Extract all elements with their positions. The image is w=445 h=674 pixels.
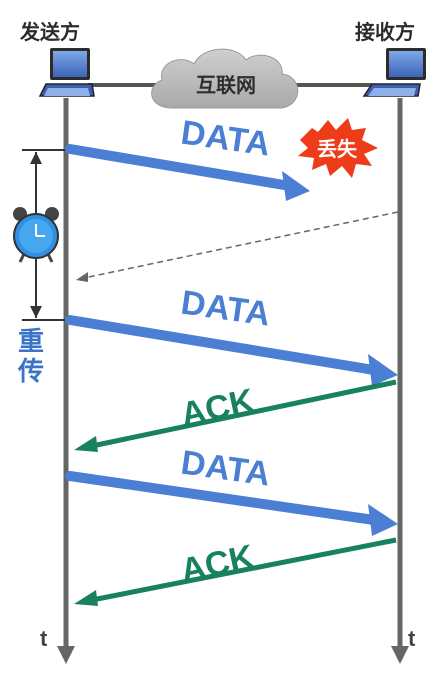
network-label: 互联网 (196, 74, 256, 97)
sender-timeline (57, 98, 75, 664)
ack-label-1: ACK (178, 382, 258, 435)
sender-time-label: t (40, 626, 48, 651)
ack-arrow-1 (74, 379, 397, 452)
internet-cloud-icon (151, 48, 299, 109)
receiver-laptop-icon (362, 48, 426, 97)
receiver-timeline (391, 98, 409, 664)
sender-label: 发送方 (20, 22, 80, 44)
lost-burst-icon (298, 118, 378, 178)
ack-arrow-2 (74, 537, 397, 606)
receiver-label: 接收方 (355, 22, 415, 44)
ack-label-2: ACK (177, 538, 257, 591)
data-label-3: DATA (179, 444, 273, 494)
retransmit-label: 重传 (17, 326, 44, 386)
sender-laptop-icon (38, 48, 95, 97)
data-arrow-3 (65, 471, 398, 536)
lost-label: 丢失 (317, 137, 358, 161)
timeout-dashed-arrow (76, 211, 399, 282)
data-arrow-2 (65, 315, 398, 386)
alarm-clock-icon (13, 207, 59, 263)
data-label-2: DATA (179, 284, 273, 334)
data-label-1: DATA (179, 114, 273, 164)
data-arrow-lost (65, 144, 310, 201)
receiver-time-label: t (408, 626, 416, 651)
